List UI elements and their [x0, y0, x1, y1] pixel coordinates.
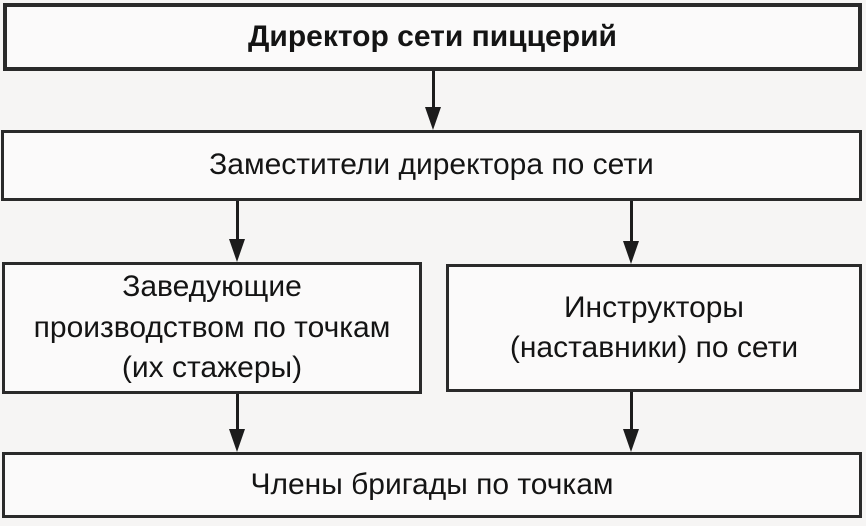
arrowhead-down-icon [623, 429, 639, 452]
node-label-line: производством по точкам [33, 310, 391, 344]
node-label-line: Заведующие [122, 270, 302, 304]
arrow-shaft [431, 71, 435, 107]
node-director-label: Директор сети пиццерий [248, 17, 617, 58]
node-label-line: (их стажеры) [121, 351, 303, 385]
node-deputies: Заместители директора по сети [1, 130, 862, 201]
arrow-director-to-deputies [425, 71, 441, 130]
arrow-deputies-to-managers [229, 201, 245, 262]
node-production-managers: Заведующие производством по точкам (их с… [2, 262, 422, 394]
node-label-line: Заместители директора по сети [209, 148, 654, 182]
arrow-shaft [629, 392, 633, 429]
arrow-managers-to-crew [229, 394, 245, 452]
node-crew-members-label: Члены бригады по точкам [250, 465, 613, 506]
node-instructors: Инструкторы (наставники) по сети [446, 264, 862, 392]
node-instructors-label: Инструкторы (наставники) по сети [510, 288, 798, 369]
node-label-line: Члены бригады по точкам [250, 467, 614, 501]
arrowhead-down-icon [623, 241, 639, 264]
arrow-shaft [235, 394, 239, 429]
arrow-shaft [629, 201, 633, 241]
node-production-managers-label: Заведующие производством по точкам (их с… [34, 267, 391, 389]
arrowhead-down-icon [229, 429, 245, 452]
arrowhead-down-icon [229, 239, 245, 262]
node-label-line: Инструкторы [563, 290, 744, 324]
node-label-line: Директор сети пиццерий [248, 19, 617, 53]
node-crew-members: Члены бригады по точкам [2, 452, 862, 518]
node-deputies-label: Заместители директора по сети [209, 145, 654, 186]
arrow-deputies-to-instructors [623, 201, 639, 264]
node-label-line: (наставники) по сети [509, 331, 799, 364]
arrow-instructors-to-crew [623, 392, 639, 452]
arrowhead-down-icon [425, 107, 441, 130]
node-director: Директор сети пиццерий [3, 3, 862, 71]
arrow-shaft [235, 201, 239, 239]
